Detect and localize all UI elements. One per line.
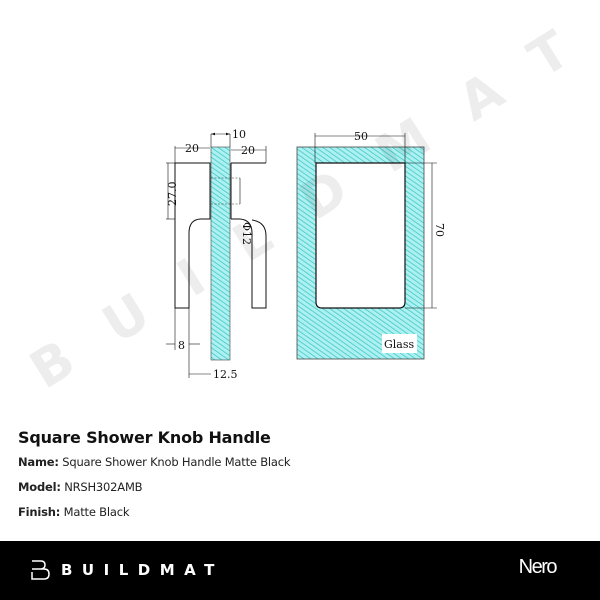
buildmat-b-icon xyxy=(31,560,50,580)
dim-cutout-height: 70 xyxy=(433,223,446,237)
buildmat-logo[interactable]: BUILDMAT xyxy=(31,560,224,580)
dim-glass-thickness: 10 xyxy=(232,128,246,141)
product-info: Square Shower Knob Handle Name: Square S… xyxy=(18,428,291,530)
partner-logo-nero[interactable]: Nero xyxy=(518,556,558,578)
dim-right-knob-width: 20 xyxy=(241,144,255,157)
dim-stem-width: 8 xyxy=(178,339,185,352)
front-view: 50 70 Glass xyxy=(296,130,446,360)
product-finish-row: Finish: Matte Black xyxy=(18,505,290,519)
product-title: Square Shower Knob Handle xyxy=(18,428,271,447)
glass-panel-section xyxy=(210,146,231,361)
dim-stem-offset: 12.5 xyxy=(213,368,238,381)
finish-label: Finish: xyxy=(18,505,61,519)
product-model-row: Model: NRSH302AMB xyxy=(18,480,290,494)
name-value: Square Shower Knob Handle Matte Black xyxy=(62,455,291,469)
product-name-row: Name: Square Shower Knob Handle Matte Bl… xyxy=(18,455,291,469)
finish-value: Matte Black xyxy=(63,505,130,519)
dim-knob-height: 27.0 xyxy=(166,182,179,207)
technical-drawing: 10 20 20 27.0 Φ12 8 12.5 50 xyxy=(166,128,446,381)
dim-hole-diameter: Φ12 xyxy=(240,222,253,245)
name-label: Name: xyxy=(18,455,59,469)
dim-left-knob-width: 20 xyxy=(185,142,199,155)
model-value: NRSH302AMB xyxy=(64,480,143,494)
dim-cutout-width: 50 xyxy=(354,130,368,143)
glass-label: Glass xyxy=(384,338,415,351)
side-view: 10 20 20 27.0 Φ12 8 12.5 xyxy=(166,128,267,381)
left-knob-outline xyxy=(174,162,211,309)
brand-name: BUILDMAT xyxy=(61,561,224,579)
right-knob-outline xyxy=(231,162,267,309)
cutout-outline xyxy=(315,162,406,309)
model-label: Model: xyxy=(18,480,61,494)
footer-bar: BUILDMAT Nero xyxy=(0,541,600,600)
